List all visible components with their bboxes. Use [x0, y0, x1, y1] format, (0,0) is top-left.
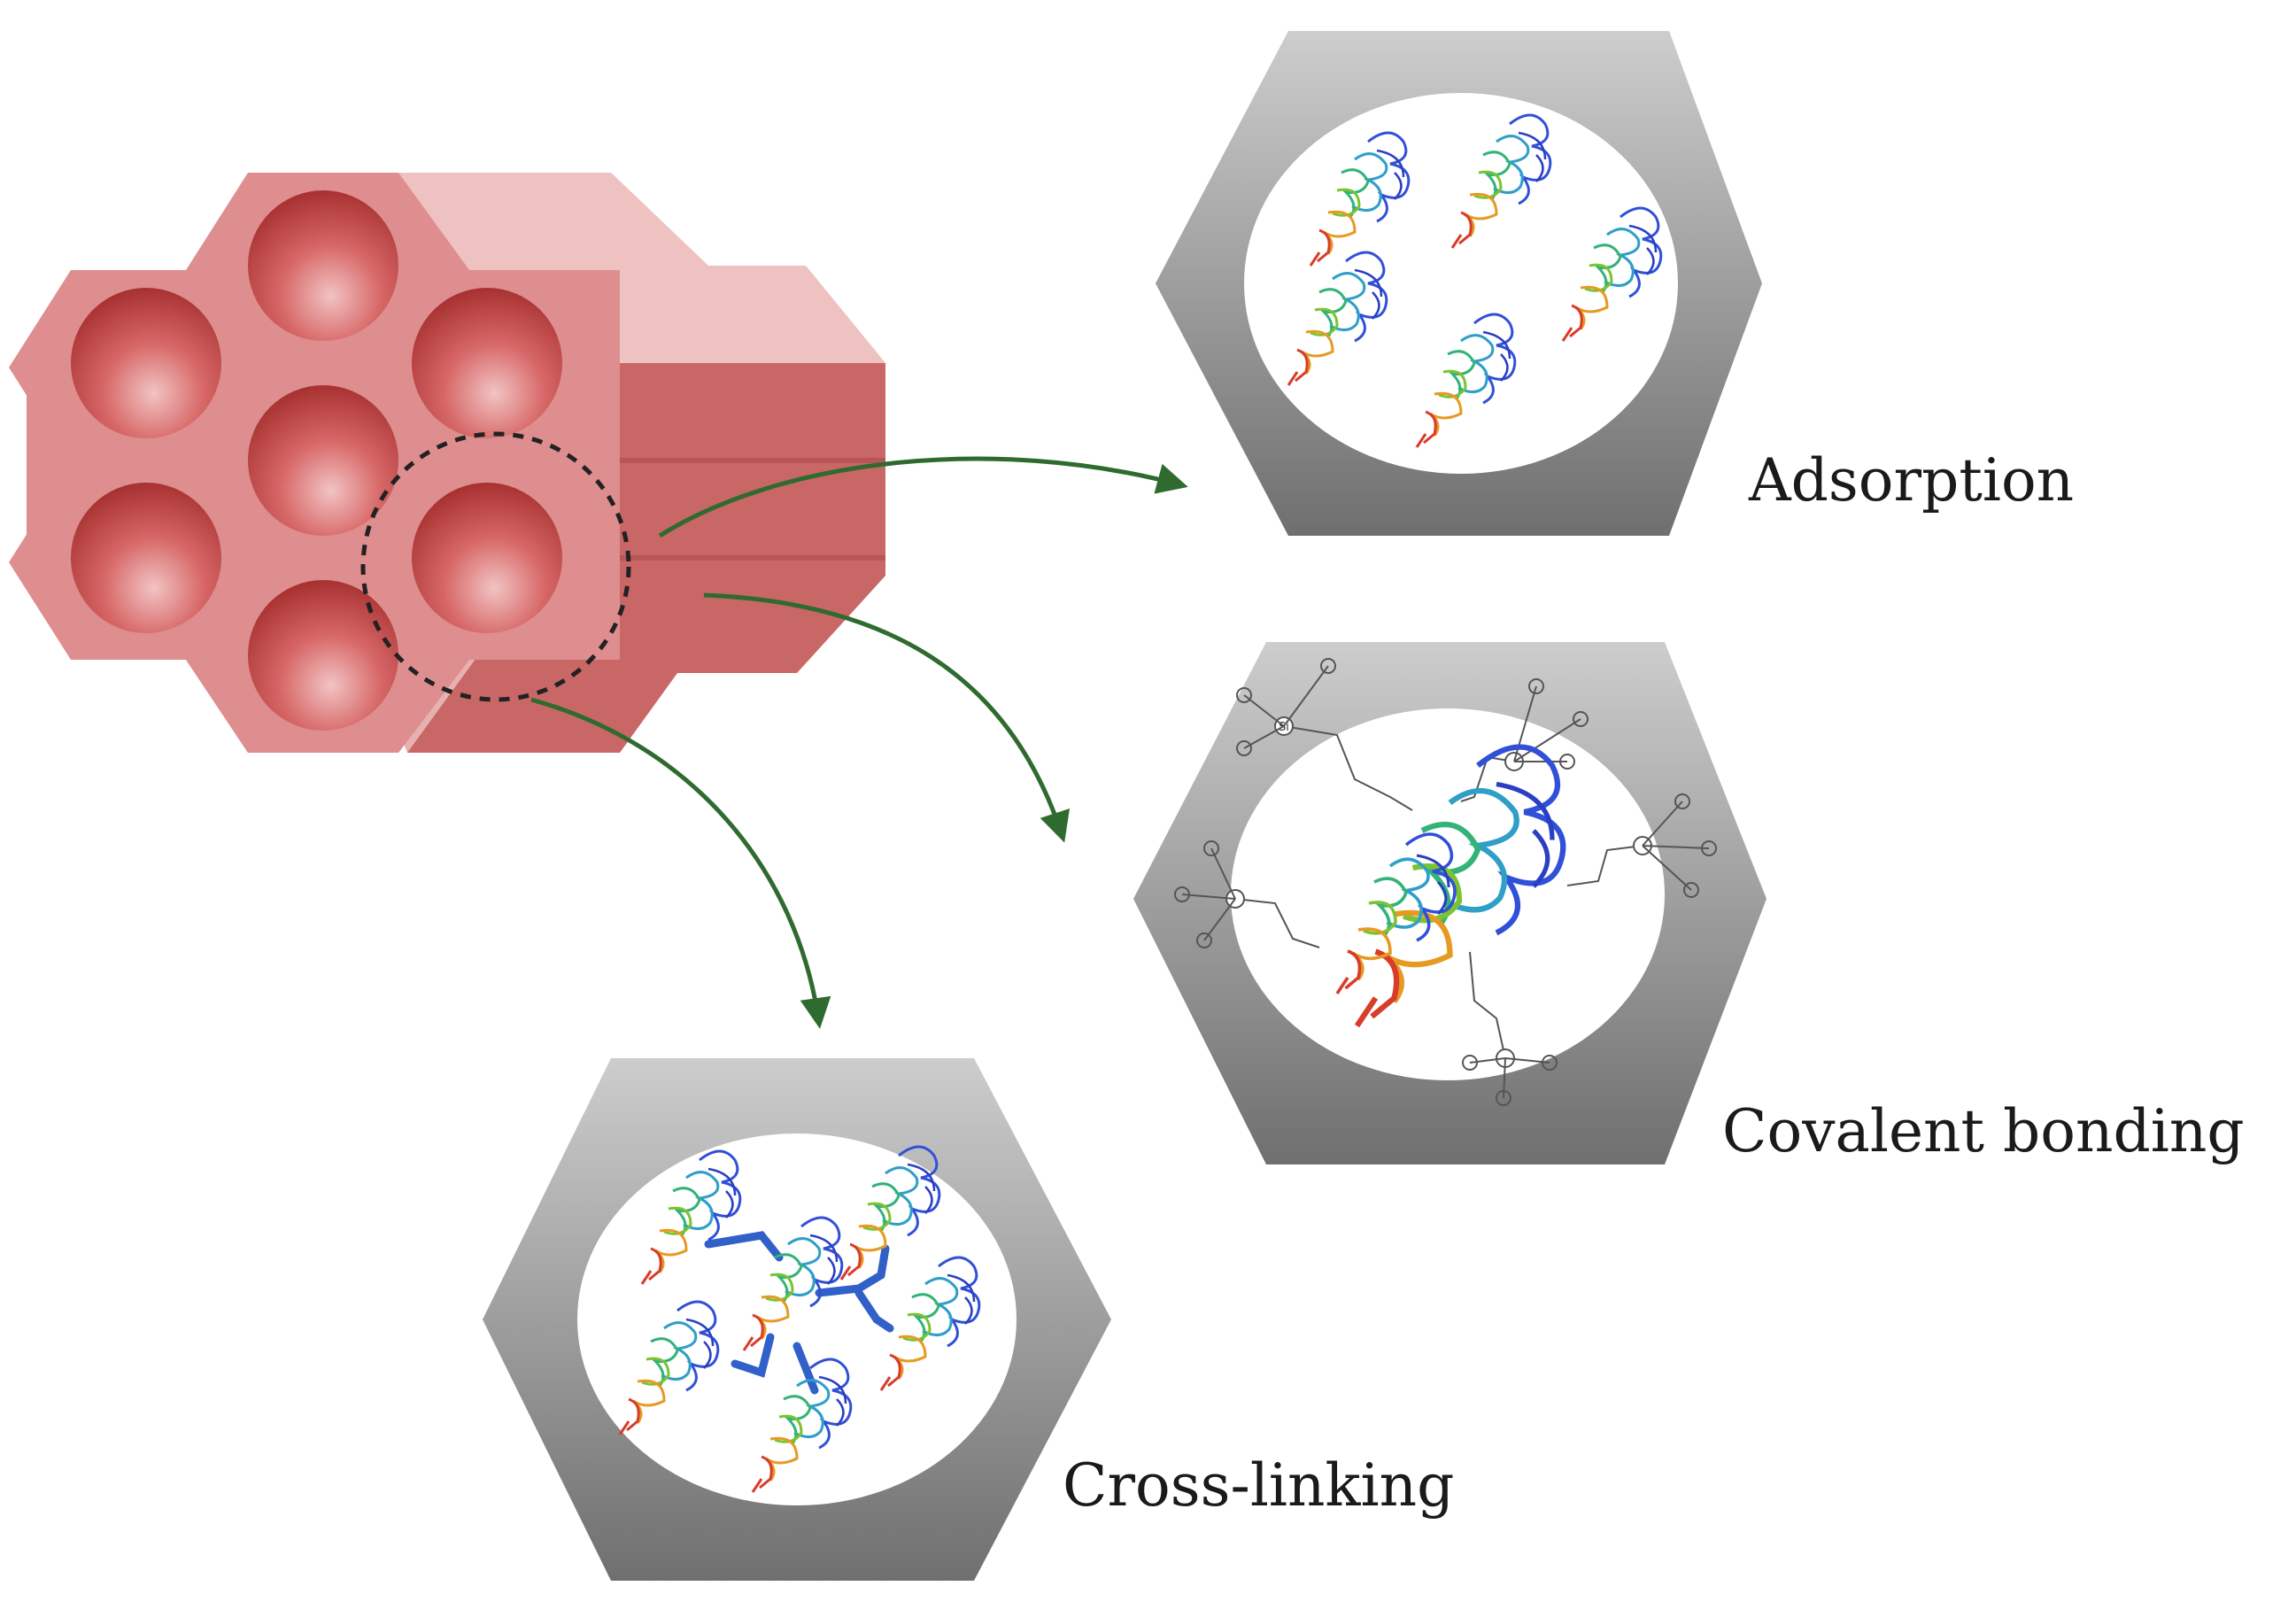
silane-group: Si [1236, 658, 1336, 756]
svg-text:Si: Si [1279, 721, 1289, 734]
crosslinking-panel: Cross-linking [483, 1058, 1454, 1581]
arrow-to-crosslinking [530, 697, 831, 1029]
silane-group [1462, 1048, 1558, 1106]
covalent-bonding-label: Covalent bonding [1722, 1097, 2245, 1165]
covalent-bonding-panel: Si [1133, 642, 2245, 1165]
crosslinking-label: Cross-linking [1063, 1451, 1454, 1520]
pore [412, 483, 562, 633]
mesoporous-silica-honeycomb [9, 173, 885, 753]
pore [71, 483, 221, 633]
adsorption-pore [1244, 93, 1678, 474]
adsorption-label: Adsorption [1748, 446, 2074, 514]
pores [71, 190, 562, 731]
pore [248, 385, 398, 536]
pore [248, 580, 398, 731]
selected-pore-highlight [360, 431, 631, 702]
pore [248, 190, 398, 341]
silane-linkers [1234, 725, 1643, 1059]
pore [71, 288, 221, 438]
arrow-to-adsorption [658, 456, 1188, 538]
arrows [530, 456, 1188, 1029]
adsorption-panel: Adsorption [1156, 31, 2074, 536]
pore [412, 288, 562, 438]
arrow-to-covalent [703, 592, 1070, 843]
silane-group [1174, 840, 1245, 948]
silane-group [1633, 793, 1717, 898]
crosslinker-bonds [704, 1231, 894, 1395]
